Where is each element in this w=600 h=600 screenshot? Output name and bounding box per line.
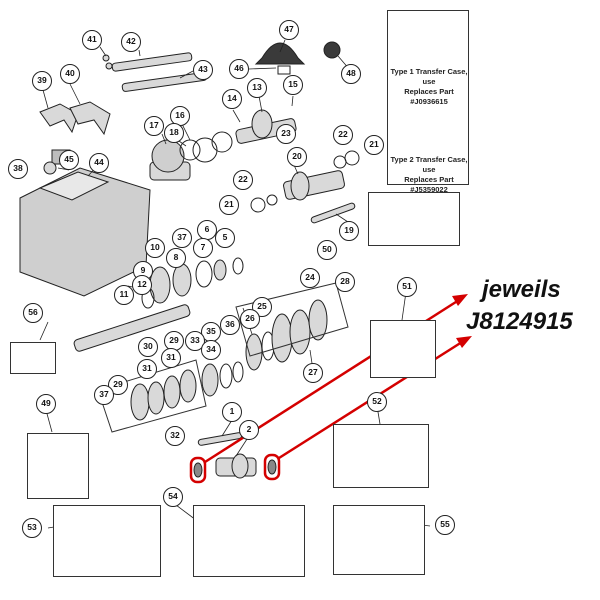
- callout-17: 17: [144, 116, 164, 136]
- callout-54: 54: [163, 487, 183, 507]
- callout-41: 41: [82, 30, 102, 50]
- callout-30: 30: [138, 337, 158, 357]
- callout-32: 32: [165, 426, 185, 446]
- callout-11: 11: [114, 285, 134, 305]
- callout-21-mid: 21: [219, 195, 239, 215]
- callout-36: 36: [220, 315, 240, 335]
- callout-7: 7: [193, 238, 213, 258]
- callout-8: 8: [166, 248, 186, 268]
- kit-box-54: [193, 505, 305, 577]
- callout-55: 55: [435, 515, 455, 535]
- part-number: J8124915: [466, 308, 573, 335]
- callout-48: 48: [341, 64, 361, 84]
- callout-50: 50: [317, 240, 337, 260]
- callout-52: 52: [367, 392, 387, 412]
- type1-line1: Type 1 Transfer Case, use: [390, 67, 468, 86]
- callout-34: 34: [201, 340, 221, 360]
- callout-2: 2: [239, 420, 259, 440]
- callout-56: 56: [23, 303, 43, 323]
- callout-31-top: 31: [161, 348, 181, 368]
- kit-box-55: [333, 505, 425, 575]
- type2-line1: Type 2 Transfer Case, use: [390, 155, 468, 174]
- type2-note: Type 2 Transfer Case, use Replaces Part …: [385, 155, 473, 195]
- kit-box-52: [333, 424, 429, 488]
- callout-15: 15: [283, 75, 303, 95]
- callout-37-top: 37: [172, 228, 192, 248]
- callout-47: 47: [279, 20, 299, 40]
- callout-16: 16: [170, 106, 190, 126]
- type2-line2: Replaces Part #J5359022: [404, 175, 454, 194]
- callout-27: 27: [303, 363, 323, 383]
- callout-5: 5: [215, 228, 235, 248]
- callout-1: 1: [222, 402, 242, 422]
- callout-43: 43: [193, 60, 213, 80]
- callout-49: 49: [36, 394, 56, 414]
- callout-38: 38: [8, 159, 28, 179]
- callout-44: 44: [89, 153, 109, 173]
- callout-42: 42: [121, 32, 141, 52]
- callout-18: 18: [164, 123, 184, 143]
- callout-45: 45: [59, 150, 79, 170]
- callout-53: 53: [22, 518, 42, 538]
- callout-23: 23: [276, 124, 296, 144]
- callout-19: 19: [339, 221, 359, 241]
- brand-name: jeweils: [482, 276, 561, 303]
- callout-22-mid: 22: [233, 170, 253, 190]
- kit-box-53: [53, 505, 161, 577]
- callout-10: 10: [145, 238, 165, 258]
- callout-26: 26: [240, 309, 260, 329]
- callout-33: 33: [185, 331, 205, 351]
- callout-14: 14: [222, 89, 242, 109]
- callout-12: 12: [132, 275, 152, 295]
- callout-28: 28: [335, 272, 355, 292]
- callout-6: 6: [197, 220, 217, 240]
- callout-20: 20: [287, 147, 307, 167]
- callout-31-mid: 31: [137, 359, 157, 379]
- kit-box-51: [370, 320, 436, 378]
- kit-box-56: [10, 342, 56, 374]
- callout-39: 39: [32, 71, 52, 91]
- type1-line2: Replaces Part #J0936615: [404, 87, 454, 106]
- callout-22-top: 22: [333, 125, 353, 145]
- kit-box-49: [27, 433, 89, 499]
- kit-box-50: [368, 192, 460, 246]
- transfer-case-box: [387, 10, 469, 185]
- callout-13: 13: [247, 78, 267, 98]
- callout-51: 51: [397, 277, 417, 297]
- type1-note: Type 1 Transfer Case, use Replaces Part …: [385, 67, 473, 107]
- callout-46: 46: [229, 59, 249, 79]
- callout-40: 40: [60, 64, 80, 84]
- callout-21-top: 21: [364, 135, 384, 155]
- callout-24: 24: [300, 268, 320, 288]
- callout-37-bottom: 37: [94, 385, 114, 405]
